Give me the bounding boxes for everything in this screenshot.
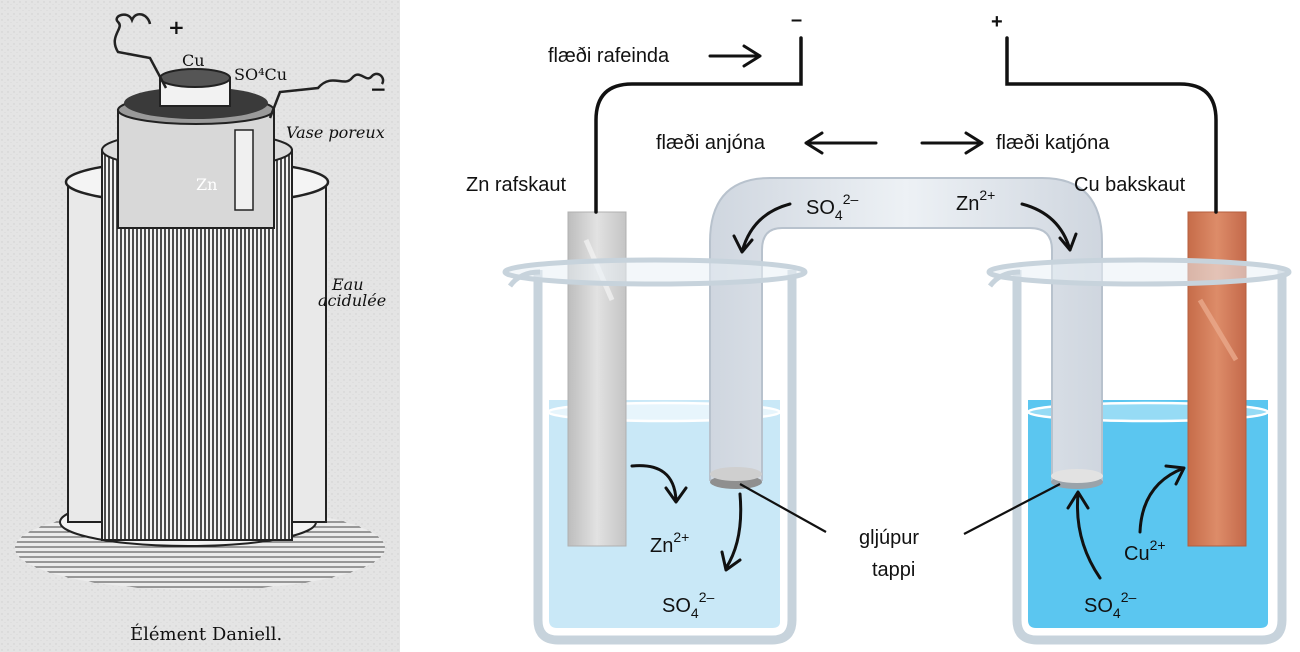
plug-pointer-right bbox=[963, 483, 1061, 535]
copper-deposit-arrow bbox=[1138, 464, 1186, 534]
anion-flow-label: flæði anjóna bbox=[656, 132, 766, 154]
engraving-zn-label: Zn bbox=[196, 175, 217, 194]
electron-flow-label: flæði rafeinda bbox=[548, 45, 670, 67]
engraving-caption: Élément Daniell. bbox=[130, 622, 282, 645]
anion-flow-arrow bbox=[804, 131, 878, 155]
porous-plug-label-line2: tappi bbox=[872, 559, 915, 581]
cation-flow-label: flæði katjóna bbox=[996, 132, 1110, 154]
cation-flow-arrow bbox=[920, 131, 984, 155]
left-zinc-ion: Zn2+ bbox=[650, 529, 689, 557]
engraving-zinc-strip bbox=[234, 129, 254, 211]
porous-plug-label-line1: gljúpur bbox=[859, 527, 919, 549]
engraving-copper-tube-top bbox=[159, 68, 231, 88]
right-copper-ion: Cu2+ bbox=[1124, 537, 1166, 565]
cathode-label: Cu bakskaut bbox=[1074, 174, 1186, 196]
plug-pointer-left bbox=[739, 483, 827, 533]
engraving-cu-label: Cu bbox=[182, 51, 205, 70]
bridge-sulfate-ion: SO42– bbox=[806, 191, 858, 223]
zinc-release-arrow bbox=[630, 464, 688, 504]
copper-electrode-shine bbox=[1197, 298, 1239, 362]
positive-terminal-label: + bbox=[991, 11, 1003, 33]
engraving-minus-label: − bbox=[370, 77, 387, 101]
bridge-sulfate-arrow bbox=[732, 202, 792, 254]
left-sulfate-ion: SO42– bbox=[662, 589, 714, 621]
bridge-zinc-arrow bbox=[1020, 202, 1078, 252]
galvanic-cell: – + flæði rafeinda flæði anjóna flæði ka… bbox=[466, 9, 1292, 645]
sulfate-out-arrow bbox=[720, 492, 743, 572]
engraving-zinc-wire bbox=[268, 72, 385, 119]
bridge-zinc-ion: Zn2+ bbox=[956, 187, 995, 215]
engraving-plus-label: + bbox=[168, 15, 185, 39]
external-wire-left bbox=[594, 36, 803, 214]
engraving-eau-label: Eau bbox=[331, 275, 364, 294]
left-porous-plug-top bbox=[710, 467, 762, 481]
right-sulfate-ion: SO42– bbox=[1084, 589, 1136, 621]
daniell-engraving: + − Cu SO⁴Cu Zn Vase poreux Eau acidulée… bbox=[0, 0, 400, 652]
engraving-acidulee-label: acidulée bbox=[318, 291, 386, 310]
right-porous-plug-top bbox=[1051, 469, 1103, 483]
external-wire-right bbox=[1005, 36, 1218, 214]
engraving-copper-wire bbox=[113, 12, 168, 89]
engraving-so4cu-label: SO⁴Cu bbox=[234, 65, 287, 84]
left-beaker bbox=[502, 257, 808, 645]
salt-bridge bbox=[709, 177, 1103, 481]
anode-label: Zn rafskaut bbox=[466, 174, 566, 196]
engraving-vase-poreux-label: Vase poreux bbox=[286, 123, 385, 142]
negative-terminal-label: – bbox=[791, 9, 802, 31]
right-beaker bbox=[986, 257, 1292, 645]
electron-flow-arrow bbox=[708, 44, 762, 68]
sulfate-in-arrow bbox=[1066, 490, 1102, 580]
